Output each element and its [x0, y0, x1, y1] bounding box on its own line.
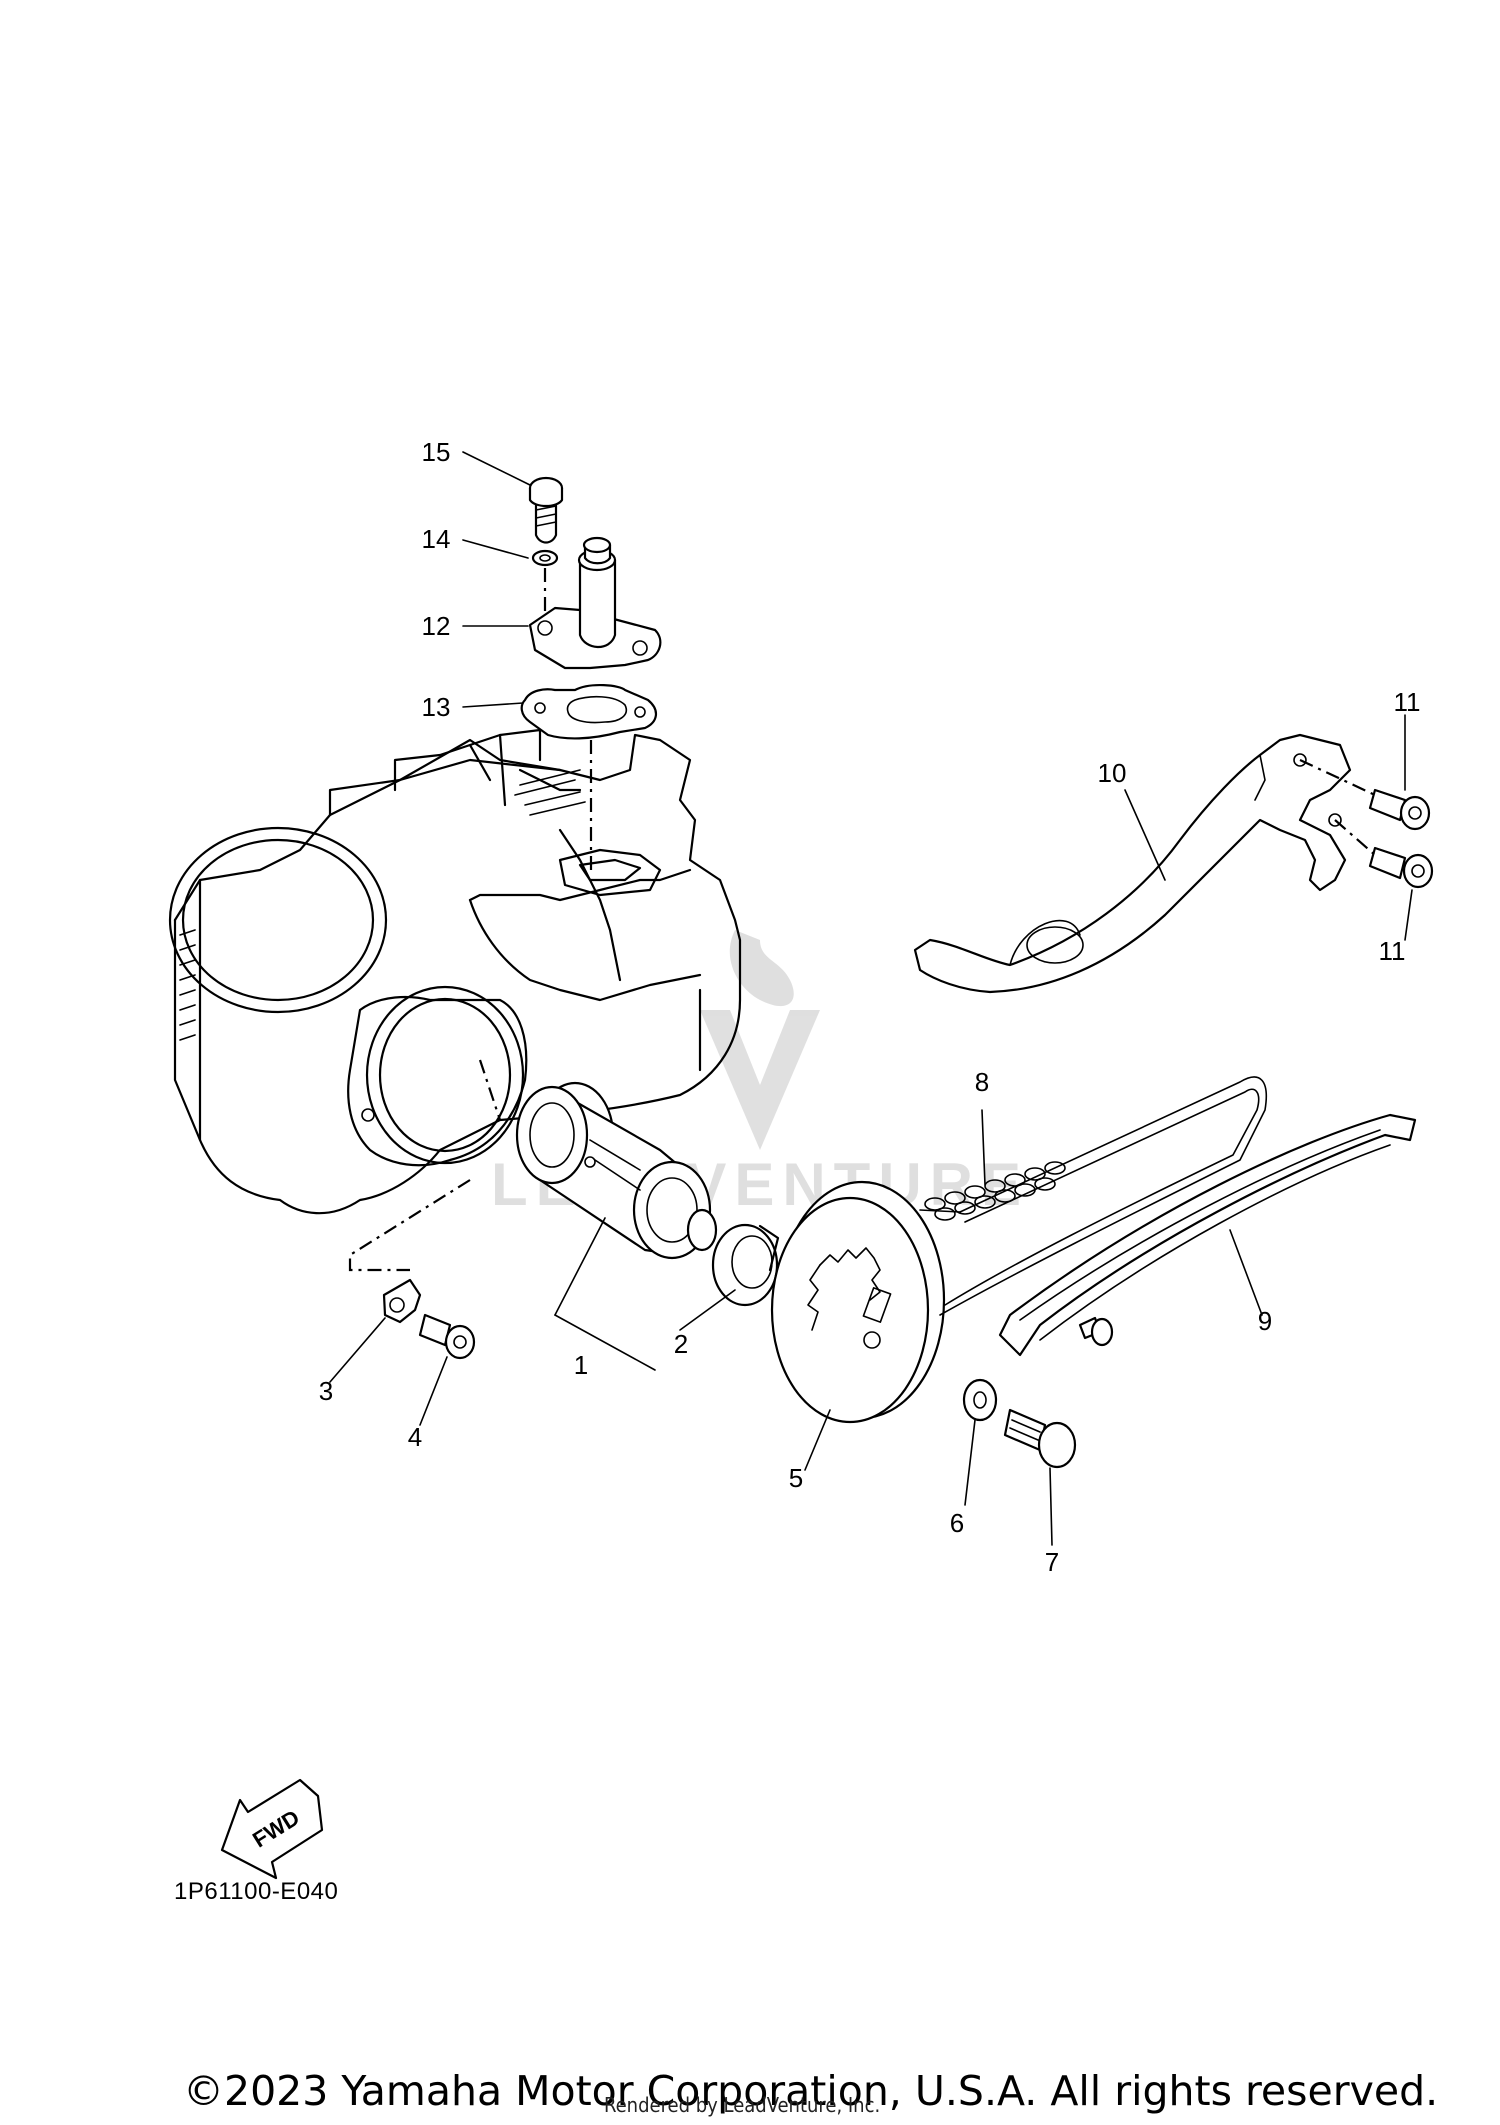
- callout-11-upper: 11: [1394, 687, 1421, 717]
- cam-chain: [919, 1076, 1267, 1316]
- diagram-code: 1P61100-E040: [174, 1878, 339, 1905]
- callout-12: 12: [422, 611, 451, 641]
- washer: [962, 1378, 998, 1422]
- camshaft: [515, 1081, 718, 1260]
- chain-tensioner: [528, 536, 662, 670]
- o-ring: [531, 549, 559, 567]
- callout-14: 14: [422, 524, 451, 554]
- arm-bolt-upper: [1368, 788, 1431, 831]
- callout-7: 7: [1045, 1547, 1059, 1577]
- callout-6: 6: [950, 1508, 964, 1538]
- sprocket-bolt: [1003, 1408, 1077, 1469]
- callout-9: 9: [1258, 1306, 1272, 1336]
- chain-guide: [998, 1113, 1417, 1357]
- leader-lines: [329, 451, 1413, 1546]
- callout-2: 2: [674, 1329, 688, 1359]
- retainer-clip: [711, 1223, 780, 1307]
- callout-10: 10: [1098, 758, 1127, 788]
- tensioner-gasket: [520, 684, 657, 740]
- callout-4: 4: [408, 1422, 422, 1452]
- cam-sprocket: [770, 1180, 946, 1424]
- stopper-bolt: [418, 1313, 476, 1360]
- chain-link-group: [924, 1161, 1066, 1221]
- fwd-arrow-icon: FWD: [220, 1778, 324, 1880]
- engine-case: [168, 728, 742, 1272]
- callout-15: 15: [422, 437, 451, 467]
- callout-13: 13: [422, 692, 451, 722]
- tensioner-bolt: [528, 476, 564, 544]
- copyright-notice: ©2023 Yamaha Motor Corporation, U.S.A. A…: [183, 2067, 1439, 2115]
- callout-3: 3: [319, 1376, 333, 1406]
- rendered-by-notice: Rendered by LeadVenture, Inc.: [604, 2093, 881, 2117]
- arm-bolt-lower: [1368, 846, 1434, 889]
- callout-5: 5: [789, 1463, 803, 1493]
- callout-8: 8: [975, 1067, 989, 1097]
- stopper-plate: [382, 1278, 422, 1324]
- callout-11-lower: 11: [1379, 936, 1406, 966]
- tensioner-arm: [913, 733, 1352, 994]
- callout-labels: 15 14 12 13 10 11 11 8 9 3 4 1 2 5 6 7: [319, 437, 1421, 1577]
- callout-1: 1: [574, 1350, 588, 1380]
